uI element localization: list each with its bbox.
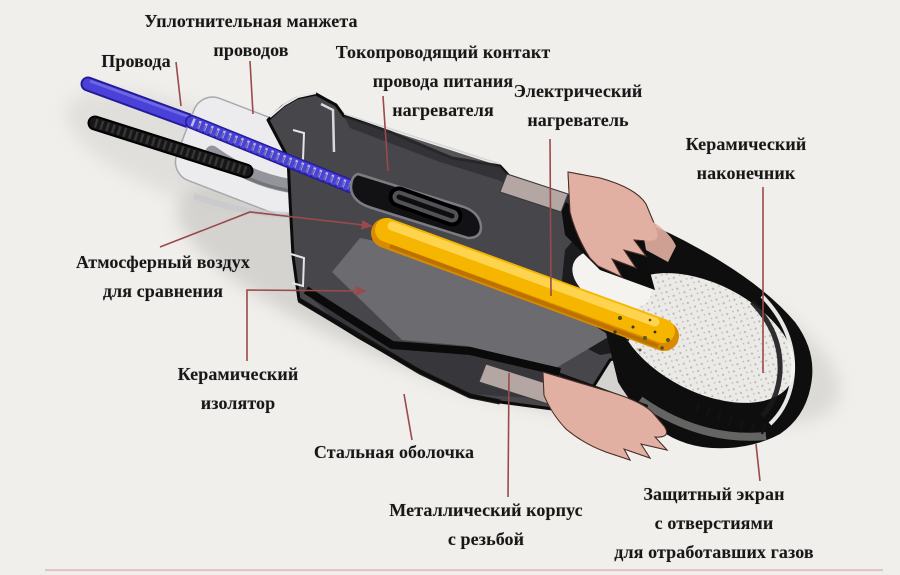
leader-wires bbox=[175, 61, 182, 107]
contact-chamber bbox=[349, 172, 483, 240]
label-heater-power-contact: Токопроводящий контакт провода питания н… bbox=[335, 42, 551, 120]
threaded-housing bbox=[478, 171, 676, 461]
label-electric-heater: Электрический нагреватель bbox=[513, 81, 643, 130]
ceramic-tip-element bbox=[617, 273, 796, 441]
label-protective-screen: Защитный экран с отверстиями для отработ… bbox=[614, 484, 814, 562]
electric-heater-rod bbox=[371, 218, 679, 352]
label-wires: Провода bbox=[101, 51, 171, 71]
leader-lines bbox=[159, 60, 764, 498]
leader-metal-housing bbox=[507, 372, 510, 498]
blue-wire bbox=[80, 76, 208, 133]
label-wire-seal-cuff: Уплотнительная манжета проводов bbox=[144, 11, 358, 60]
heater-tip-speckles bbox=[613, 316, 670, 352]
gas-holes bbox=[694, 401, 767, 435]
leader-atmospheric-air bbox=[159, 211, 373, 248]
label-steel-shell: Стальная оболочка bbox=[313, 442, 475, 462]
label-metal-housing: Металлический корпус с резьбой bbox=[389, 500, 583, 549]
label-ceramic-tip: Керамический наконечник bbox=[685, 134, 807, 183]
leader-seal-cuff bbox=[249, 60, 254, 115]
leader-steel-shell bbox=[403, 393, 413, 441]
label-ceramic-insulator: Керамический изолятор bbox=[177, 364, 299, 413]
leader-electric-heater bbox=[549, 138, 552, 297]
leader-protective-screen bbox=[755, 443, 761, 482]
heater-contact bbox=[388, 186, 463, 227]
leader-ceramic-insulator bbox=[246, 286, 367, 361]
leader-heater-power-contact bbox=[382, 95, 389, 172]
label-atmospheric-air: Атмосферный воздух для сравнения bbox=[76, 252, 250, 301]
black-wire bbox=[87, 115, 254, 179]
bottom-strip bbox=[45, 569, 883, 572]
braided-wire bbox=[185, 115, 357, 193]
